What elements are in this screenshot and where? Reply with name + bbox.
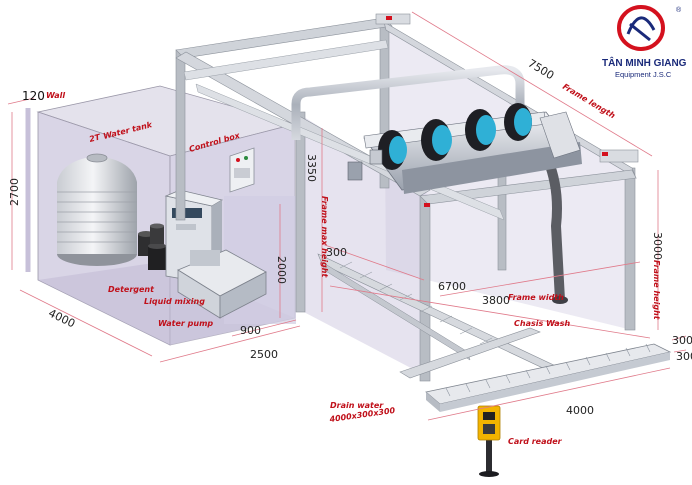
dim-pump-depth: 900 bbox=[240, 324, 261, 337]
registered-mark: ® bbox=[676, 6, 682, 14]
detergent-containers bbox=[138, 223, 166, 270]
dim-frame-length: 7500 bbox=[526, 57, 557, 83]
dim-frame-width: 3800 bbox=[482, 294, 510, 307]
dim-frame-height: 3000 bbox=[651, 232, 664, 260]
dim-partition-height: 2000 bbox=[275, 256, 288, 284]
floor-rails bbox=[317, 253, 565, 379]
label-frame-max-height: Frame max height bbox=[320, 196, 329, 278]
dim-trench-length: 4000 bbox=[566, 404, 594, 417]
brush-rollers bbox=[378, 103, 532, 170]
dim-room-width: 2500 bbox=[250, 348, 278, 361]
label-frame-height: Frame height bbox=[652, 260, 661, 321]
brand-subtitle: Equipment J.S.C bbox=[615, 70, 672, 79]
dim-trench-width: 300 bbox=[676, 350, 692, 363]
dim-room-height: 2700 bbox=[8, 178, 21, 206]
label-frame-width: Frame width bbox=[508, 293, 564, 302]
dim-wall-thickness: 120 bbox=[22, 89, 45, 103]
dim-trench-depth: 300 bbox=[672, 334, 692, 347]
label-detergent: Detergent bbox=[108, 285, 155, 294]
brand-logo: ® TÂN MINH GIANG Equipment J.S.C bbox=[602, 5, 687, 79]
label-liquid-mixing: Liquid mixing bbox=[144, 297, 205, 306]
water-tank bbox=[57, 153, 137, 266]
label-wall: Wall bbox=[46, 91, 65, 100]
card-reader bbox=[477, 405, 501, 477]
drain-trench bbox=[425, 343, 672, 412]
brand-name: TÂN MINH GIANG bbox=[602, 56, 687, 69]
dim-offset-300: 300 bbox=[326, 246, 347, 259]
dim-room-depth: 4000 bbox=[46, 306, 77, 330]
label-card-reader: Card reader bbox=[508, 437, 563, 446]
label-chasis-wash: Chasis Wash bbox=[514, 319, 570, 328]
wash-machine-head bbox=[347, 103, 582, 194]
dimension-lines bbox=[7, 11, 687, 421]
dimension-texts: 120 2700 4000 2500 2000 900 7500 3350 30… bbox=[8, 57, 692, 417]
control-box bbox=[229, 147, 255, 193]
label-drain-water: Drain water bbox=[330, 401, 384, 410]
water-pump-unit bbox=[177, 249, 267, 319]
label-water-tank-number: 2T bbox=[88, 132, 101, 144]
label-water-pump: Water pump bbox=[158, 319, 213, 328]
dim-frame-max-height: 3350 bbox=[305, 154, 318, 182]
dim-rail-length: 6700 bbox=[438, 280, 466, 293]
label-frame-length: Frame length bbox=[561, 82, 617, 121]
